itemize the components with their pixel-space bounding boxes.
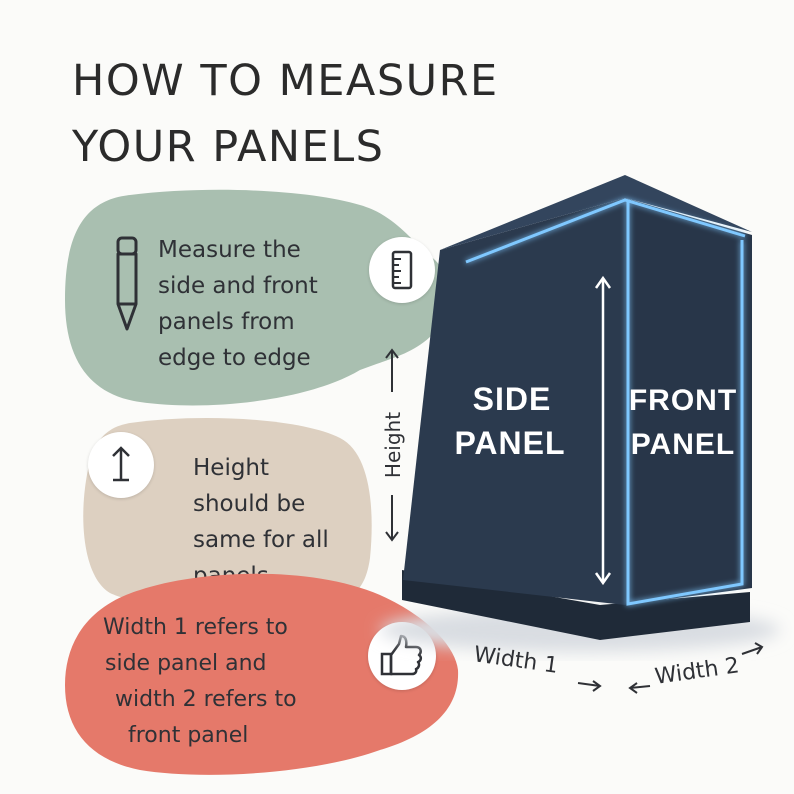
tip-bubble-height [83, 418, 372, 608]
title-line-2: YOUR PANELS [72, 122, 385, 172]
tip-text-measure: Measure the side and front panels from e… [158, 237, 318, 371]
arrow-up-icon [112, 446, 130, 482]
pencil-icon [116, 236, 138, 331]
side-panel-label-2: PANEL [454, 425, 565, 461]
cabinet-top [440, 175, 752, 250]
thumbs-up-icon [380, 634, 423, 676]
height-label: Height [381, 412, 405, 478]
front-panel-face [625, 198, 752, 605]
tip-bubble-measure [65, 189, 448, 406]
tip-text-width: Width 1 refers to side panel and width 2… [103, 615, 297, 748]
side-panel-face [403, 198, 625, 605]
glow-top-edge [465, 198, 746, 264]
front-panel-label-2: PANEL [631, 428, 735, 461]
side-panel-label-1: SIDE [473, 381, 552, 417]
arrow-icon-circle [88, 432, 154, 498]
glow-front-frame [626, 202, 744, 606]
front-panel-label-1: FRONT [629, 384, 737, 417]
title-line-1: HOW TO MEASURE [72, 56, 499, 106]
ruler-icon-circle [369, 237, 435, 303]
page-title: HOW TO MEASURE YOUR PANELS [72, 48, 499, 180]
width-2-label: Width 2 [653, 653, 741, 690]
ruler-icon [391, 250, 413, 290]
tip-bubble-width [65, 573, 459, 775]
